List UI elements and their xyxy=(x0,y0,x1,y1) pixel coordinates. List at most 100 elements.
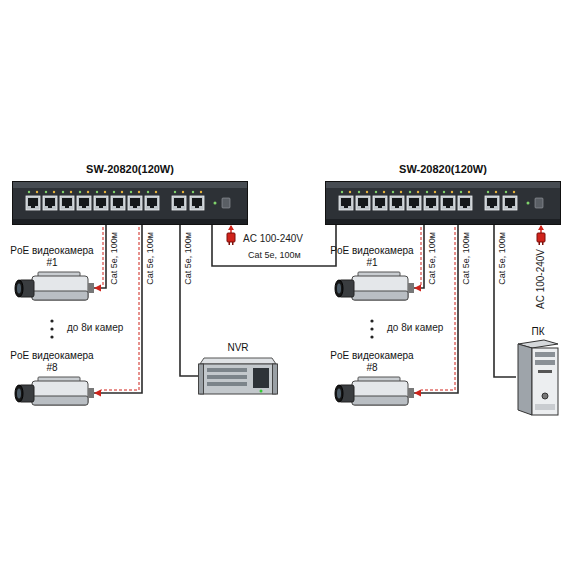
node-label: PoE видеокамера #8 xyxy=(330,350,414,374)
cable-label: Cat 5e, 100м xyxy=(145,231,156,286)
cable-line xyxy=(94,225,106,288)
cable-label: Cat 5e, 100м xyxy=(497,231,508,286)
switch-front-part xyxy=(375,191,377,193)
switch-front-part xyxy=(451,191,453,193)
switch-front-part xyxy=(200,191,202,193)
switch-front-part xyxy=(182,191,184,193)
switch-front-part xyxy=(341,198,351,206)
switch-front-part xyxy=(458,196,472,210)
switch-front-part xyxy=(147,198,157,206)
switch-front-part xyxy=(443,198,453,206)
cable-label: Cat 5e, 100м xyxy=(461,231,472,286)
pc-icon-part xyxy=(535,360,555,365)
plug-prong xyxy=(539,242,541,245)
power-line xyxy=(421,222,422,285)
switch-front-part xyxy=(155,191,157,193)
power-label: AC 100-240V xyxy=(242,233,304,245)
switch-front xyxy=(12,181,248,225)
switch-front-part xyxy=(407,196,421,210)
poe-camera: PoE видеокамера #8 xyxy=(10,350,94,412)
switch-front-part xyxy=(130,198,140,206)
switch-front-part xyxy=(113,198,123,206)
switch-front-part xyxy=(326,182,560,188)
switch-front-part xyxy=(214,202,217,205)
ellipsis-dots xyxy=(50,319,373,338)
switch-front-part xyxy=(392,191,394,193)
switch-front-part xyxy=(94,196,108,210)
switch-front-part xyxy=(495,191,497,193)
camera-icon xyxy=(10,374,94,412)
switch-front-part xyxy=(463,206,467,208)
switch-front-part xyxy=(192,198,202,206)
switch-front-part xyxy=(424,196,438,210)
poe-camera: PoE видеокамера #1 xyxy=(330,245,414,307)
camera-icon-part xyxy=(352,381,408,405)
nvr-icon xyxy=(198,354,278,398)
cable-line xyxy=(414,225,424,288)
poe-camera: PoE видеокамера #1 xyxy=(10,245,94,307)
camera-icon-part xyxy=(337,389,341,399)
switch-front-part xyxy=(128,196,142,210)
camera-icon xyxy=(330,269,414,307)
cable-line xyxy=(414,225,458,393)
switch-front-part xyxy=(468,191,470,193)
poe-switch: SW-20820(120W) xyxy=(325,181,561,225)
switch-front-part xyxy=(426,191,428,193)
switch-front-part xyxy=(392,198,402,206)
camera-icon-part xyxy=(32,396,88,405)
switch-front-part xyxy=(174,191,176,193)
dot xyxy=(50,319,53,322)
switch-front-part xyxy=(45,198,55,206)
cable-label: Cat 5e, 100м xyxy=(427,231,438,286)
node-label: NVR xyxy=(198,342,278,354)
switch-front-part xyxy=(400,191,402,193)
camera-icon-part xyxy=(352,276,408,300)
switch-front-part xyxy=(104,191,106,193)
pc-computer: ПК xyxy=(516,326,560,416)
nvr-icon-part xyxy=(200,358,276,364)
plug-body xyxy=(227,233,235,242)
camera-icon xyxy=(10,269,94,307)
switch-front-part xyxy=(60,196,74,210)
switch-front-part xyxy=(113,191,115,193)
camera-icon-part xyxy=(32,276,88,300)
dot xyxy=(50,327,53,330)
switch-front-part xyxy=(36,191,38,193)
camera-icon-part xyxy=(408,283,414,293)
switch-title: SW-20820(120W) xyxy=(0,163,278,176)
camera-icon-part xyxy=(88,388,94,398)
node-label: PoE видеокамера #1 xyxy=(10,245,94,269)
camera-icon-part xyxy=(32,291,88,300)
camera-icon-part xyxy=(15,385,23,402)
switch-front-part xyxy=(133,206,137,208)
switch-front-part xyxy=(45,191,47,193)
switch-front-part xyxy=(150,206,154,208)
switch-front-part xyxy=(121,191,123,193)
switch-front-part xyxy=(339,196,353,210)
nvr-icon-part xyxy=(207,375,247,379)
switch-front-part xyxy=(378,206,382,208)
camera-icon-part xyxy=(352,291,408,300)
switch-front-part xyxy=(13,182,247,188)
switch-title: SW-20820(120W) xyxy=(295,163,570,176)
switch-front-part xyxy=(527,202,530,205)
switch-front-part xyxy=(96,198,106,206)
switch-front-part xyxy=(485,196,499,210)
switch-front-part xyxy=(174,198,184,206)
camera-icon-part xyxy=(335,385,343,402)
arrow-head xyxy=(414,285,421,292)
switch-front-part xyxy=(441,196,455,210)
pc-icon-part xyxy=(542,393,548,399)
switch-front-part xyxy=(111,196,125,210)
switch-front-part xyxy=(487,191,489,193)
dot xyxy=(370,319,373,322)
switch-front-part xyxy=(535,198,543,208)
switch-front-part xyxy=(361,206,365,208)
switch-front-part xyxy=(177,206,181,208)
camera-icon-part xyxy=(17,389,21,399)
switch-front-part xyxy=(326,182,561,225)
node-label: PoE видеокамера #8 xyxy=(10,350,94,374)
power-line xyxy=(101,222,139,390)
switch-front-part xyxy=(375,198,385,206)
